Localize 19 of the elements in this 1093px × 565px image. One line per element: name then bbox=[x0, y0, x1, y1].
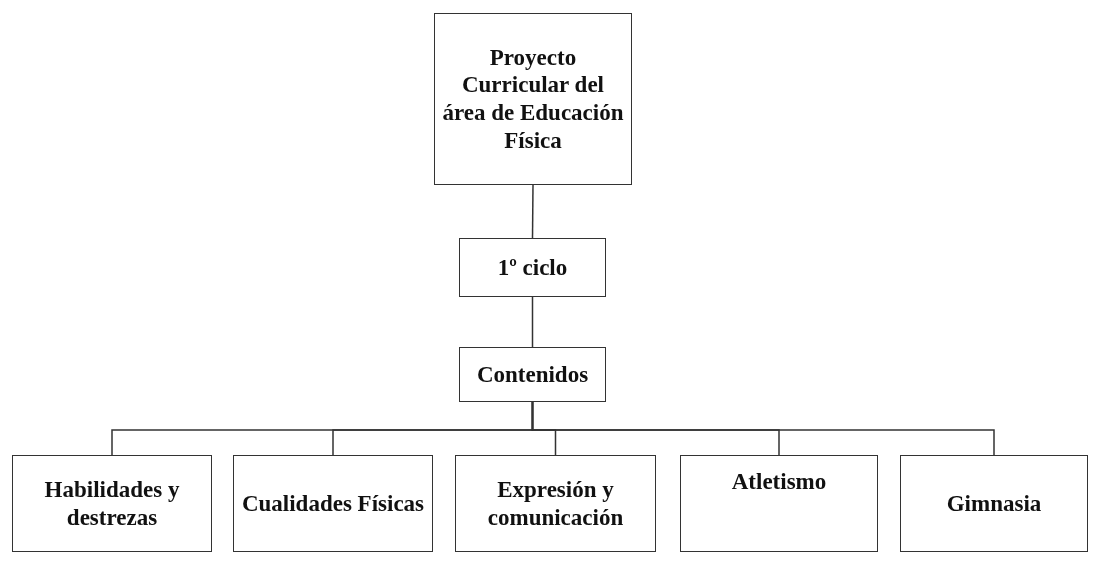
text-box bbox=[455, 455, 656, 552]
connector-line bbox=[531, 184, 534, 239]
box-label: Cualidades Físicas bbox=[241, 489, 425, 518]
text-box bbox=[12, 455, 212, 552]
box-label: 1º ciclo bbox=[497, 253, 568, 282]
box-label: Contenidos bbox=[476, 360, 589, 389]
text-box bbox=[459, 238, 606, 297]
connector-line bbox=[531, 401, 995, 456]
box-label: Expresión y comunicación bbox=[486, 475, 625, 532]
box-label: Gimnasia bbox=[946, 489, 1042, 518]
text-box bbox=[900, 455, 1088, 552]
text-box bbox=[680, 455, 878, 552]
box-label: Atletismo bbox=[731, 468, 827, 496]
text-box bbox=[434, 13, 632, 185]
box-label: Proyecto Curricular del área de Educación Física bbox=[441, 43, 625, 155]
text-box bbox=[459, 347, 606, 402]
text-box bbox=[233, 455, 433, 552]
connector-line bbox=[531, 296, 534, 348]
box-label: Habilidades y destrezas bbox=[43, 475, 181, 532]
